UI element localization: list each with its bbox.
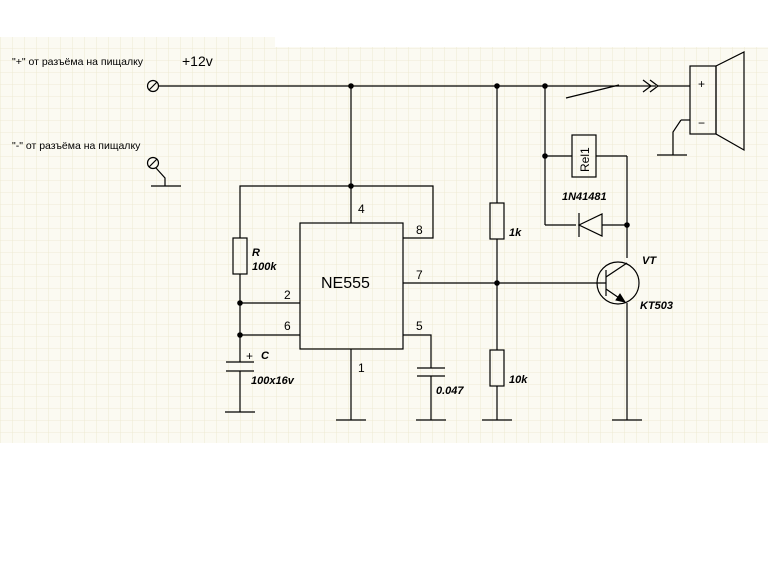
ne555-name: NE555 — [321, 275, 370, 292]
relay-contact-switch — [565, 79, 690, 99]
pin-8-label: 8 — [416, 223, 423, 237]
pin-1-label: 1 — [358, 361, 365, 375]
pin-7-label: 7 — [416, 268, 423, 282]
transistor-type: KT503 — [640, 300, 673, 312]
supply-label: +12v — [182, 53, 213, 69]
pin-4-label: 4 — [358, 202, 365, 216]
capacitor-0047-label: 0.047 — [436, 385, 464, 397]
capacitor-value: 100x16v — [251, 375, 295, 387]
speaker-minus-label: − — [698, 116, 705, 130]
pin-2-label: 2 — [284, 288, 291, 302]
transistor-ref: VT — [642, 255, 657, 267]
capacitor-0047 — [416, 367, 446, 421]
capacitor-ref: C — [261, 350, 270, 362]
resistor-1k-label: 1k — [509, 227, 522, 239]
diode-label: 1N41481 — [562, 191, 607, 203]
capacitor-electrolytic — [225, 361, 255, 413]
plus-connector-label: "+" от разъёма на пищалку — [12, 56, 144, 68]
relay-label: Rel1 — [578, 147, 592, 172]
capacitor-plus: + — [246, 349, 253, 363]
minus-terminal — [146, 156, 181, 187]
minus-connector-label: "-" от разъёма на пищалку — [12, 140, 141, 152]
pin-6-label: 6 — [284, 319, 291, 333]
resistor-10k-label: 10k — [509, 374, 528, 386]
speaker-plus-label: + — [698, 77, 705, 91]
plus-terminal — [146, 79, 160, 93]
speaker-icon — [657, 51, 745, 156]
resistor-value: 100k — [252, 261, 277, 273]
pin-5-label: 5 — [416, 319, 423, 333]
resistor-ref: R — [252, 247, 260, 259]
